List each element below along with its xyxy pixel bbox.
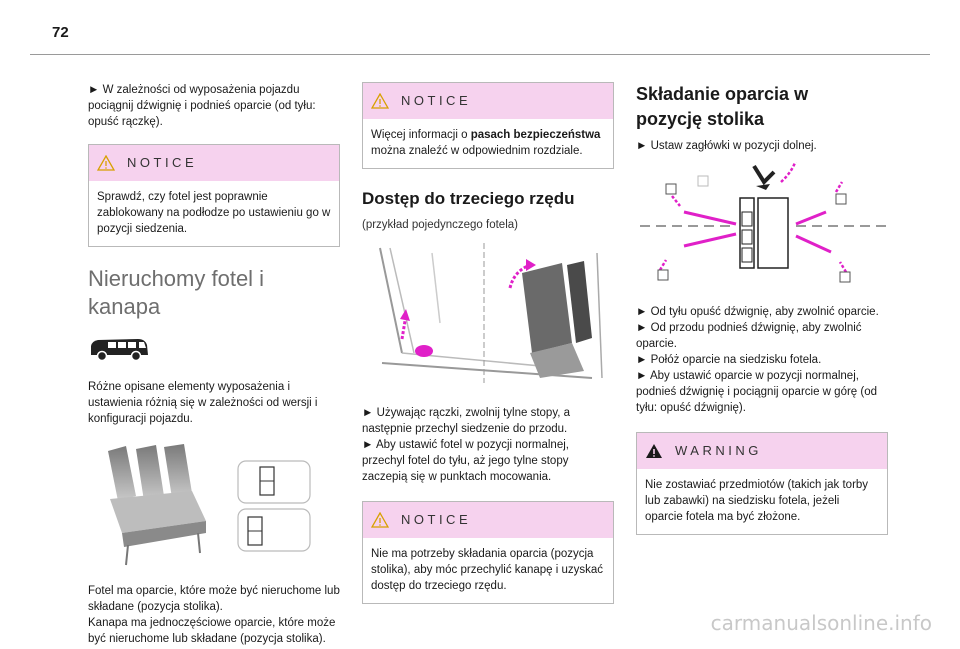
fold-backrest-illustration [636,162,888,292]
caution-icon [371,93,389,109]
intro-text: ► W zależności od wyposażenia pojazdu po… [88,84,316,128]
notice-body: Więcej informacji o pasach bezpieczeństw… [363,119,613,168]
warning-box: WARNING Nie zostawiać przedmiotów (takic… [636,432,888,535]
caution-icon [97,155,115,171]
column-2: NOTICE Więcej informacji o pasach bezpie… [362,82,614,622]
notice-text: można znaleźć w odpowiednim rozdziale. [371,145,583,157]
van-icon [88,335,340,363]
notice-box: NOTICE Sprawdź, czy fotel jest poprawnie… [88,144,340,247]
seatbelts-link-text: pasach bezpieczeństwa [470,129,601,141]
notice-title: NOTICE [401,93,472,108]
section-title-table-position: Składanie oparcia w pozycję stolika [636,84,809,129]
warning-icon [646,444,662,458]
notice-title: NOTICE [401,512,472,527]
caution-icon [371,512,389,528]
column-3: Składanie oparcia w pozycję stolika ► Us… [636,82,888,553]
notice-box: NOTICE Więcej informacji o pasach bezpie… [362,82,614,169]
page-number: 72 [52,24,69,41]
tilt-seat-illustration [362,243,614,393]
notice-title: NOTICE [127,155,198,170]
warning-header: WARNING [637,433,887,469]
notice-body: Nie ma potrzeby składania oparcia (pozyc… [371,548,604,592]
headrest-step: ► Ustaw zagłówki w pozycji dolnej. [636,140,817,152]
variants-text: Różne opisane elementy wyposażenia i ust… [88,381,318,425]
notice-text: Więcej informacji o [371,129,471,141]
third-row-steps: ► Używając rączki, zwolnij tylne stopy, … [362,407,571,483]
notice-body: Sprawdź, czy fotel jest poprawnie zablok… [97,191,331,235]
warning-title: WARNING [675,443,762,458]
notice-header: NOTICE [89,145,339,181]
figure-caption: (przykład pojedynczego fotela) [362,219,518,231]
warning-body: Nie zostawiać przedmiotów (takich jak to… [645,479,869,523]
bench-seat-illustration [88,441,340,571]
section-title-fixed-seat: Nieruchomy fotel i kanapa [88,266,265,319]
column-1: ► W zależności od wyposażenia pojazdu po… [88,82,340,647]
fold-steps: ► Od tyłu opuść dźwignię, aby zwolnić op… [636,306,879,414]
section-title-third-row: Dostęp do trzeciego rzędu [362,189,575,208]
notice-header: NOTICE [363,83,613,119]
notice-header: NOTICE [363,502,613,538]
seat-description: Fotel ma oparcie, które może być nieruch… [88,585,340,645]
notice-box: NOTICE Nie ma potrzeby składania oparcia… [362,501,614,604]
top-rule [30,54,930,55]
watermark: carmanualsonline.info [710,611,932,635]
